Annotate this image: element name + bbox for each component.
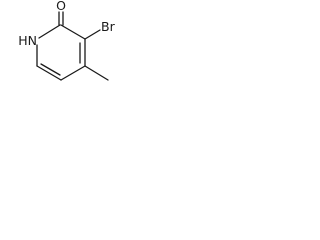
bond-c5-c6 bbox=[36, 65, 62, 81]
atom-bromine: Br bbox=[101, 19, 116, 34]
atom-nitrogen: HN bbox=[18, 33, 37, 48]
bond-lines bbox=[36, 11, 109, 81]
bond-c2-c3 bbox=[60, 24, 86, 40]
bond-n1-c2 bbox=[38, 24, 61, 39]
bond-c4-methyl bbox=[84, 65, 109, 81]
atom-labels: O Br HN bbox=[18, 0, 115, 48]
bond-c3-br bbox=[84, 29, 101, 40]
atom-oxygen: O bbox=[56, 0, 66, 13]
bond-c5-c6-inner bbox=[40, 63, 61, 76]
structure-diagram: O Br HN bbox=[18, 0, 116, 81]
bond-c4-c5 bbox=[60, 65, 86, 81]
